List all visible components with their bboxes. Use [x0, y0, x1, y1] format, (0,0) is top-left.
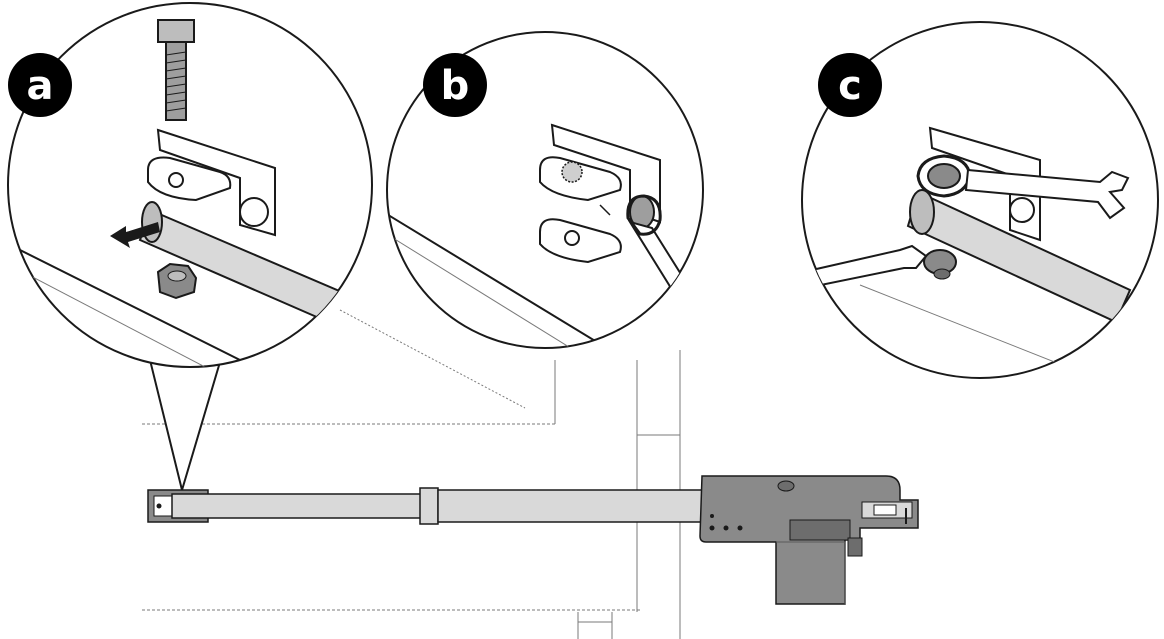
detail-circle-c: c	[801, 21, 1159, 379]
step-label-b: b	[441, 63, 470, 109]
detail-circle-a: a	[7, 2, 373, 368]
step-label-a: a	[27, 63, 54, 109]
step-label-c: c	[838, 63, 862, 109]
outer-tube	[437, 489, 707, 523]
operator-assembly	[147, 475, 919, 605]
detail-circle-b: b	[386, 31, 704, 349]
rod-collar	[419, 487, 439, 525]
step-badge-c	[818, 53, 882, 117]
callout-pointer	[149, 359, 221, 494]
step-badge-a	[8, 53, 72, 117]
telescopic-rod	[171, 493, 423, 519]
background-structure	[142, 309, 681, 639]
step-badge-b	[423, 53, 487, 117]
cable-gland	[847, 537, 863, 557]
